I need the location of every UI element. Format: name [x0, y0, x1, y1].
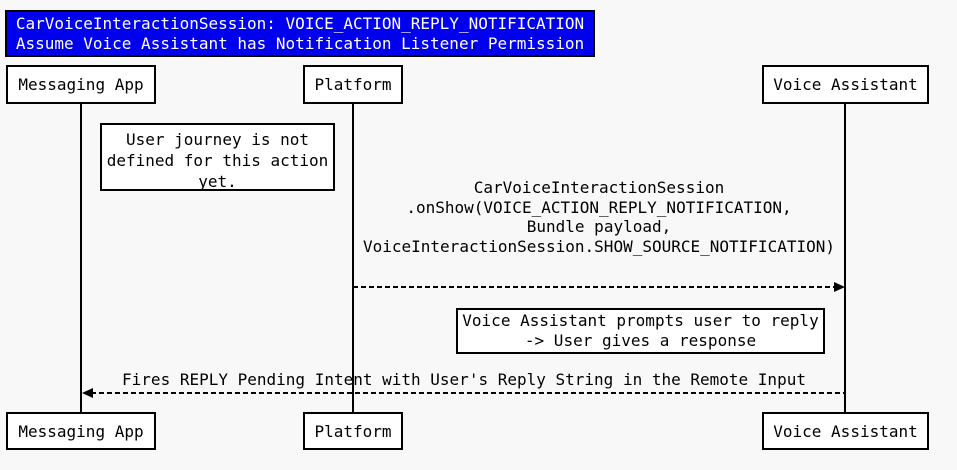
actor-top-messaging-app: Messaging App	[6, 65, 156, 104]
arrowhead-right-icon	[834, 282, 845, 292]
message-fires-reply-label: Fires REPLY Pending Intent with User's R…	[82, 372, 846, 388]
lifeline-voice-assistant	[844, 104, 846, 412]
actor-label: Platform	[314, 75, 392, 94]
note-line: yet.	[198, 172, 237, 191]
actor-top-platform: Platform	[303, 65, 403, 104]
note-user-journey: User journey is not defined for this act…	[100, 123, 335, 191]
actor-label: Voice Assistant	[773, 421, 918, 441]
lifeline-platform	[352, 104, 354, 412]
message-line: .onShow(VOICE_ACTION_REPLY_NOTIFICATION,	[406, 197, 792, 217]
actor-label: Voice Assistant	[773, 75, 918, 94]
arrowhead-left-icon	[82, 388, 93, 398]
message-onshow-label: CarVoiceInteractionSession .onShow(VOICE…	[352, 178, 846, 256]
actor-bottom-messaging-app: Messaging App	[6, 412, 156, 450]
actor-label: Messaging App	[18, 75, 144, 94]
note-line: defined for this action	[106, 151, 329, 170]
note-line: -> User gives a response	[524, 331, 757, 350]
actor-label: Messaging App	[18, 421, 144, 441]
diagram-title-line2: Assume Voice Assistant has Notification …	[15, 33, 585, 53]
lifeline-messaging-app	[80, 104, 82, 412]
message-line: Bundle payload,	[526, 217, 672, 236]
arrow-shaft	[353, 286, 836, 288]
actor-bottom-voice-assistant: Voice Assistant	[762, 412, 929, 450]
arrow-voice-assistant-to-messaging-app	[82, 388, 845, 398]
actor-bottom-platform: Platform	[303, 412, 403, 450]
note-line: User journey is not	[125, 130, 310, 149]
actor-label: Platform	[314, 421, 392, 441]
arrow-platform-to-voice-assistant	[353, 282, 845, 292]
diagram-title-line1: CarVoiceInteractionSession: VOICE_ACTION…	[15, 13, 585, 33]
diagram-title: CarVoiceInteractionSession: VOICE_ACTION…	[5, 10, 595, 57]
actor-top-voice-assistant: Voice Assistant	[762, 65, 929, 104]
message-line: VoiceInteractionSession.SHOW_SOURCE_NOTI…	[362, 236, 835, 256]
arrow-shaft	[91, 392, 845, 394]
message-line: CarVoiceInteractionSession	[473, 178, 725, 197]
note-line: Voice Assistant prompts user to reply	[462, 311, 819, 330]
message-line: Fires REPLY Pending Intent with User's R…	[122, 370, 806, 389]
note-voice-assistant-prompts: Voice Assistant prompts user to reply ->…	[456, 308, 825, 354]
